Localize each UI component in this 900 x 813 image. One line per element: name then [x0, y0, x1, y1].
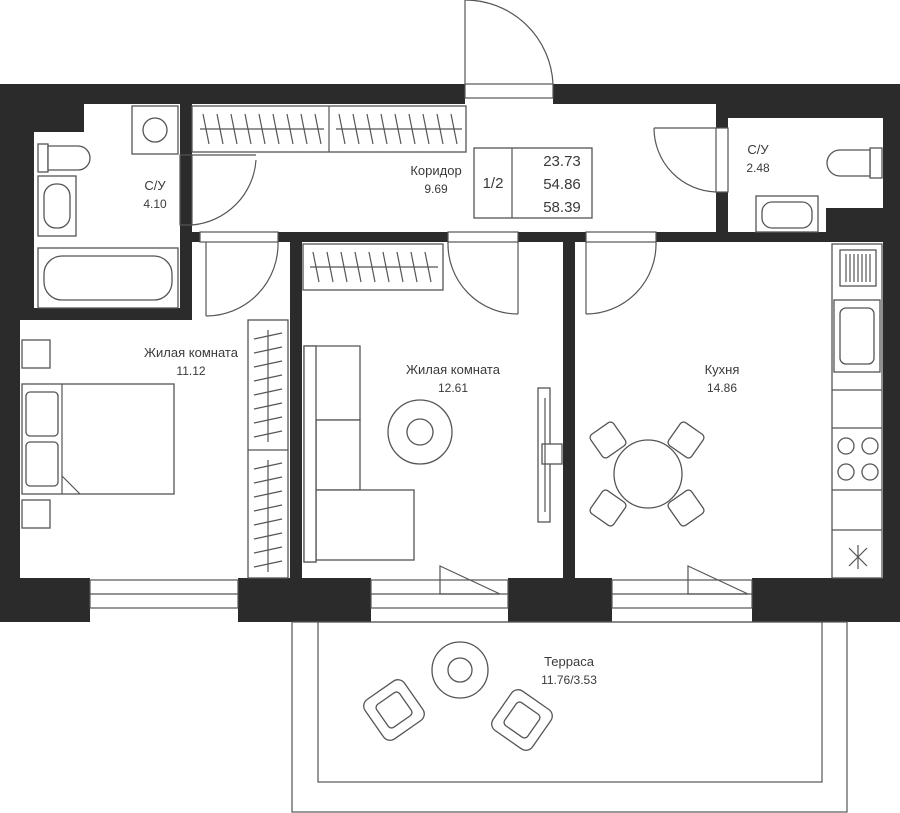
- bathroom1-fixtures: [37, 105, 179, 309]
- room-labels: С/У 4.10 Коридор 9.69 С/У 2.48 Жилая ком…: [143, 142, 770, 687]
- living-furniture: [303, 345, 563, 595]
- terrace-furniture: [363, 641, 553, 751]
- summary-living-area: 23.73: [543, 153, 581, 170]
- bathroom2-area: 2.48: [746, 161, 770, 175]
- nightstand-icon: [21, 339, 51, 369]
- nightstand-icon: [21, 499, 51, 529]
- bedroom-area: 11.12: [176, 364, 205, 378]
- hood-icon: [848, 545, 868, 569]
- summary-total-with-terrace: 58.39: [543, 199, 581, 216]
- bedroom-name: Жилая комната: [144, 345, 239, 360]
- corridor-name: Коридор: [410, 163, 461, 178]
- doors: [179, 0, 729, 317]
- kitchen-furniture: [589, 243, 883, 595]
- bathroom2-fixtures: [755, 147, 883, 233]
- windows: [89, 579, 753, 609]
- bathroom1-area: 4.10: [143, 197, 167, 211]
- terrace-name: Терраса: [544, 654, 595, 669]
- living-name: Жилая комната: [406, 362, 501, 377]
- terrace-area: 11.76/3.53: [541, 673, 597, 687]
- stove-icon: [837, 437, 855, 455]
- kitchen-area: 14.86: [707, 381, 737, 395]
- toilet2-icon: [869, 147, 883, 179]
- kitchen-name: Кухня: [705, 362, 740, 377]
- walls: [0, 84, 900, 622]
- living-area: 12.61: [438, 381, 468, 395]
- toilet-icon: [37, 143, 49, 173]
- wardrobes: [191, 105, 467, 579]
- bathroom2-name: С/У: [747, 142, 769, 157]
- corridor-area: 9.69: [424, 182, 448, 196]
- summary-total-area: 54.86: [543, 176, 581, 193]
- summary-box: 1/2 23.73 54.86 58.39: [473, 147, 593, 219]
- terrace-outline: [291, 621, 848, 813]
- kitchen-counter: [831, 243, 883, 579]
- chair-icon: [589, 421, 705, 527]
- bedroom-furniture: [21, 339, 175, 529]
- bathroom1-name: С/У: [144, 178, 166, 193]
- dining-table-icon: [613, 439, 683, 509]
- summary-label: 1/2: [483, 175, 504, 192]
